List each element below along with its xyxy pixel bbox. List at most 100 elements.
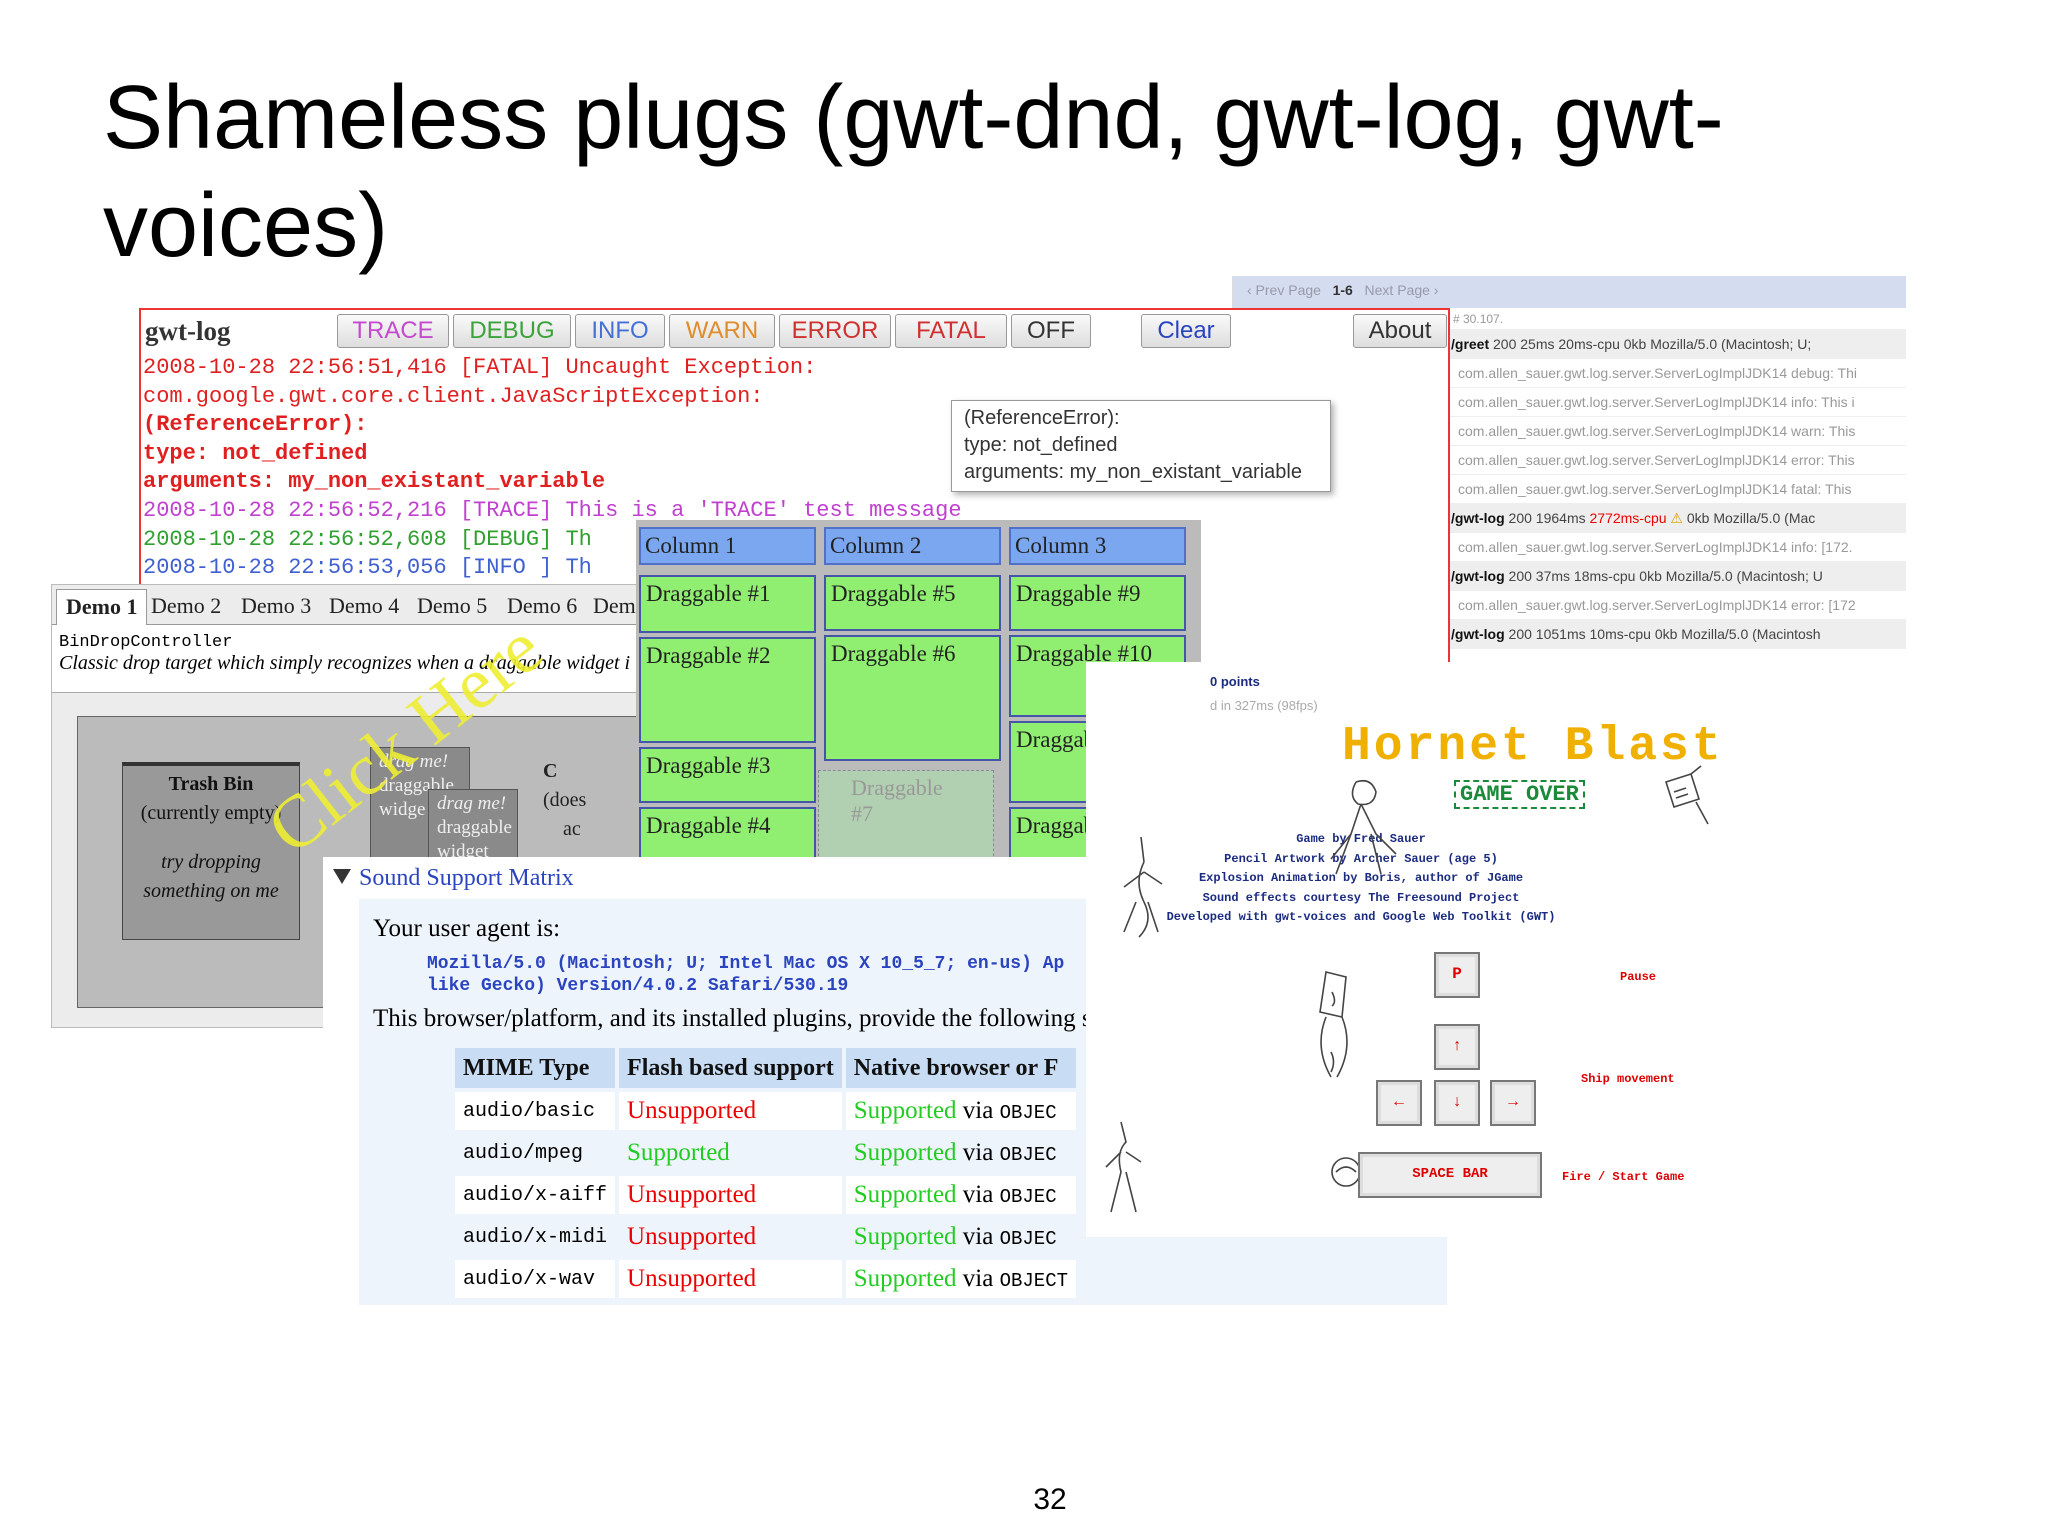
collapse-triangle-icon[interactable] [333,869,351,884]
draggable-item[interactable]: Draggable #2 [639,637,816,743]
next-page-link[interactable]: Next Page › [1364,282,1439,298]
trash-bin-state: (currently empty) [140,802,282,824]
log-message: 2008-10-28 22:56:53,056 [INFO ] Th [143,555,592,581]
game-credits: Game by Fred Sauer Pencil Artwork by Arc… [1166,832,1556,925]
server-log-row: com.allen_sauer.gwt.log.server.ServerLog… [1233,446,1906,475]
native-support-cell: Supported via OBJEC [845,1134,1077,1172]
server-log-row: com.allen_sauer.gwt.log.server.ServerLog… [1233,533,1906,562]
log-level-info-button[interactable]: INFO [575,314,665,348]
sound-matrix-title: Sound Support Matrix [359,865,574,891]
log-message: arguments: my_non_existant_variable [143,469,606,495]
table-header: MIME Type [455,1048,616,1088]
log-level-debug-button[interactable]: DEBUG [453,314,571,348]
log-level-trace-button[interactable]: TRACE [337,314,449,348]
gwt-log-brand: gwt-log [145,316,231,346]
space-bar-key[interactable]: SPACE BAR [1358,1152,1542,1198]
log-row: # 30.107. [1233,308,1906,330]
log-message: type: not_defined [143,440,368,466]
demo-description: BinDropController Classic drop target wh… [52,625,670,693]
hornet-sketch-icon [1664,765,1709,825]
hornet-sketch-icon [1105,1121,1142,1213]
pause-label: Pause [1620,970,1657,984]
tab-demo-5[interactable]: Demo 5 [417,593,488,618]
draggable-item[interactable]: Draggable #3 [639,747,816,803]
tab-demo-7[interactable]: Dem [593,593,636,618]
prev-page-link[interactable]: ‹ Prev Page [1247,282,1321,298]
page-range: 1-6 [1332,282,1353,298]
draggable-item[interactable]: Draggable #1 [639,575,816,633]
log-message: com.google.gwt.core.client.JavaScriptExc… [143,383,764,409]
log-level-fatal-button[interactable]: FATAL [895,314,1007,348]
draggable-item[interactable]: Draggable #5 [824,575,1001,631]
log-message: 2008-10-28 22:56:52,216 [TRACE] This is … [143,497,962,523]
game-title: Hornet Blast [1342,720,1724,774]
score-display: 0 points [1210,674,1260,689]
native-support-cell: Supported via OBJEC [845,1176,1077,1214]
mime-type-cell: audio/x-wav [455,1260,616,1298]
draggable-item[interactable]: Draggable #9 [1009,575,1186,631]
native-support-cell: Supported via OBJECT [845,1260,1077,1298]
trash-hint: try dropping [161,851,261,873]
hornet-blast-game: 0 points d in 327ms (98fps) Hornet Blast… [1086,662,1776,1237]
tab-demo-2[interactable]: Demo 2 [151,593,222,618]
partial-target: C (does ac [543,760,587,840]
column-header: Column 2 [824,527,1001,565]
timing-display: d in 327ms (98fps) [1210,698,1318,713]
mime-type-cell: audio/mpeg [455,1134,616,1172]
column-header: Column 3 [1009,527,1186,565]
trash-bin[interactable]: Trash Bin (currently empty) try dropping… [122,762,300,940]
ship-movement-label: Ship movement [1581,1072,1675,1086]
game-over-banner: GAME OVER [1454,780,1585,809]
mime-type-cell: audio/x-aiff [455,1176,616,1214]
mime-type-cell: audio/basic [455,1092,616,1130]
tab-demo-6[interactable]: Demo 6 [507,593,578,618]
controller-name: BinDropController [59,633,233,652]
fire-label: Fire / Start Game [1562,1170,1685,1184]
table-header: Flash based support [619,1048,842,1088]
ship-sketch-icon [1319,971,1348,1078]
gwt-log-messages: 2008-10-28 22:56:51,416 [FATAL] Uncaught… [143,354,962,583]
left-arrow-key[interactable]: ← [1376,1080,1422,1126]
native-support-cell: Supported via OBJEC [845,1092,1077,1130]
tooltip-line: arguments: my_non_existant_variable [964,461,1302,483]
log-level-warn-button[interactable]: WARN [669,314,775,348]
column-header: Column 1 [639,527,816,565]
user-agent-label: Your user agent is: [373,915,561,942]
flash-support-cell: Supported [619,1134,842,1172]
tab-demo-1[interactable]: Demo 1 [56,589,148,625]
server-log-row: com.allen_sauer.gwt.log.server.ServerLog… [1233,475,1906,504]
up-arrow-key[interactable]: ↑ [1434,1024,1480,1070]
log-message: 2008-10-28 22:56:51,416 [FATAL] Uncaught… [143,355,817,380]
about-button[interactable]: About [1353,314,1447,348]
flash-support-cell: Unsupported [619,1260,842,1298]
server-log-row: com.allen_sauer.gwt.log.server.ServerLog… [1233,417,1906,446]
platform-note: This browser/platform, and its installed… [373,1005,1092,1032]
sound-support-panel: Sound Support Matrix Your user agent is:… [323,857,1447,1305]
mime-type-cell: audio/x-midi [455,1218,616,1256]
warning-icon: ⚠ [1666,510,1687,526]
log-message: 2008-10-28 22:56:52,608 [DEBUG] Th [143,526,592,552]
sound-matrix-header[interactable]: Sound Support Matrix [323,857,703,899]
log-level-off-button[interactable]: OFF [1011,314,1091,348]
draggable-item[interactable]: Draggable #6 [824,635,1001,761]
flash-support-cell: Unsupported [619,1176,842,1214]
slide-title: Shameless plugs (gwt-dnd, gwt-log, gwt-v… [103,68,1724,276]
log-level-error-button[interactable]: ERROR [779,314,891,348]
trash-bin-title: Trash Bin [168,773,254,795]
right-arrow-key[interactable]: → [1490,1080,1536,1126]
pause-key[interactable]: P [1434,952,1480,998]
tab-demo-3[interactable]: Demo 3 [241,593,312,618]
log-message: (ReferenceError): [143,412,368,438]
page-number: 32 [1033,1483,1067,1516]
tab-demo-4[interactable]: Demo 4 [329,593,400,618]
down-arrow-key[interactable]: ↓ [1434,1080,1480,1126]
clear-button[interactable]: Clear [1141,314,1231,348]
drag-proxy[interactable]: Draggable #7 [818,770,994,866]
tooltip-line: (ReferenceError): [964,407,1120,429]
